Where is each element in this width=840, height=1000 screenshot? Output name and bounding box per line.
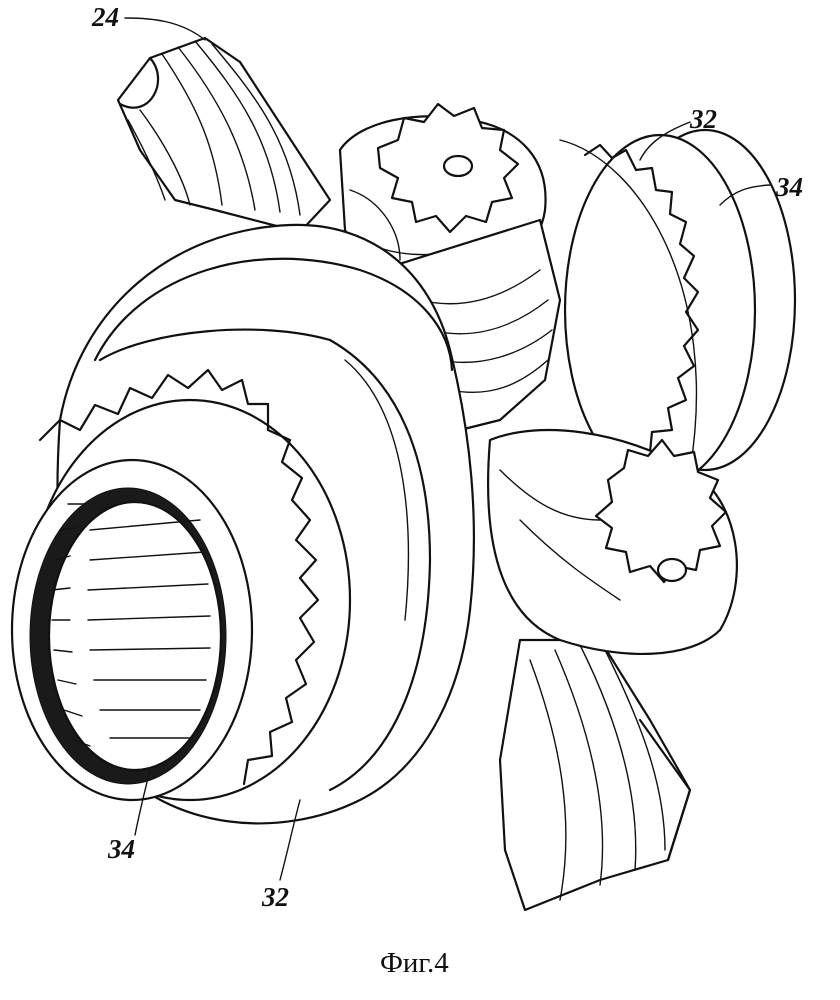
- leader-lines: [124, 17, 771, 881]
- figure-caption: Фиг.4: [380, 947, 449, 979]
- left-spline-hub: [10, 368, 352, 802]
- helical-shaft-bottom-right: [498, 638, 692, 912]
- label-24: 24: [91, 2, 119, 32]
- label-34-right: 34: [775, 172, 803, 202]
- label-32-right: 32: [689, 104, 717, 134]
- label-32-bottom: 32: [261, 882, 289, 912]
- upper-pinion-gear: [338, 102, 547, 277]
- helical-shaft-top-left: [116, 36, 332, 234]
- label-34-left: 34: [107, 834, 135, 864]
- lower-pinion-gear: [486, 428, 738, 656]
- right-ring-assembly: [559, 128, 797, 487]
